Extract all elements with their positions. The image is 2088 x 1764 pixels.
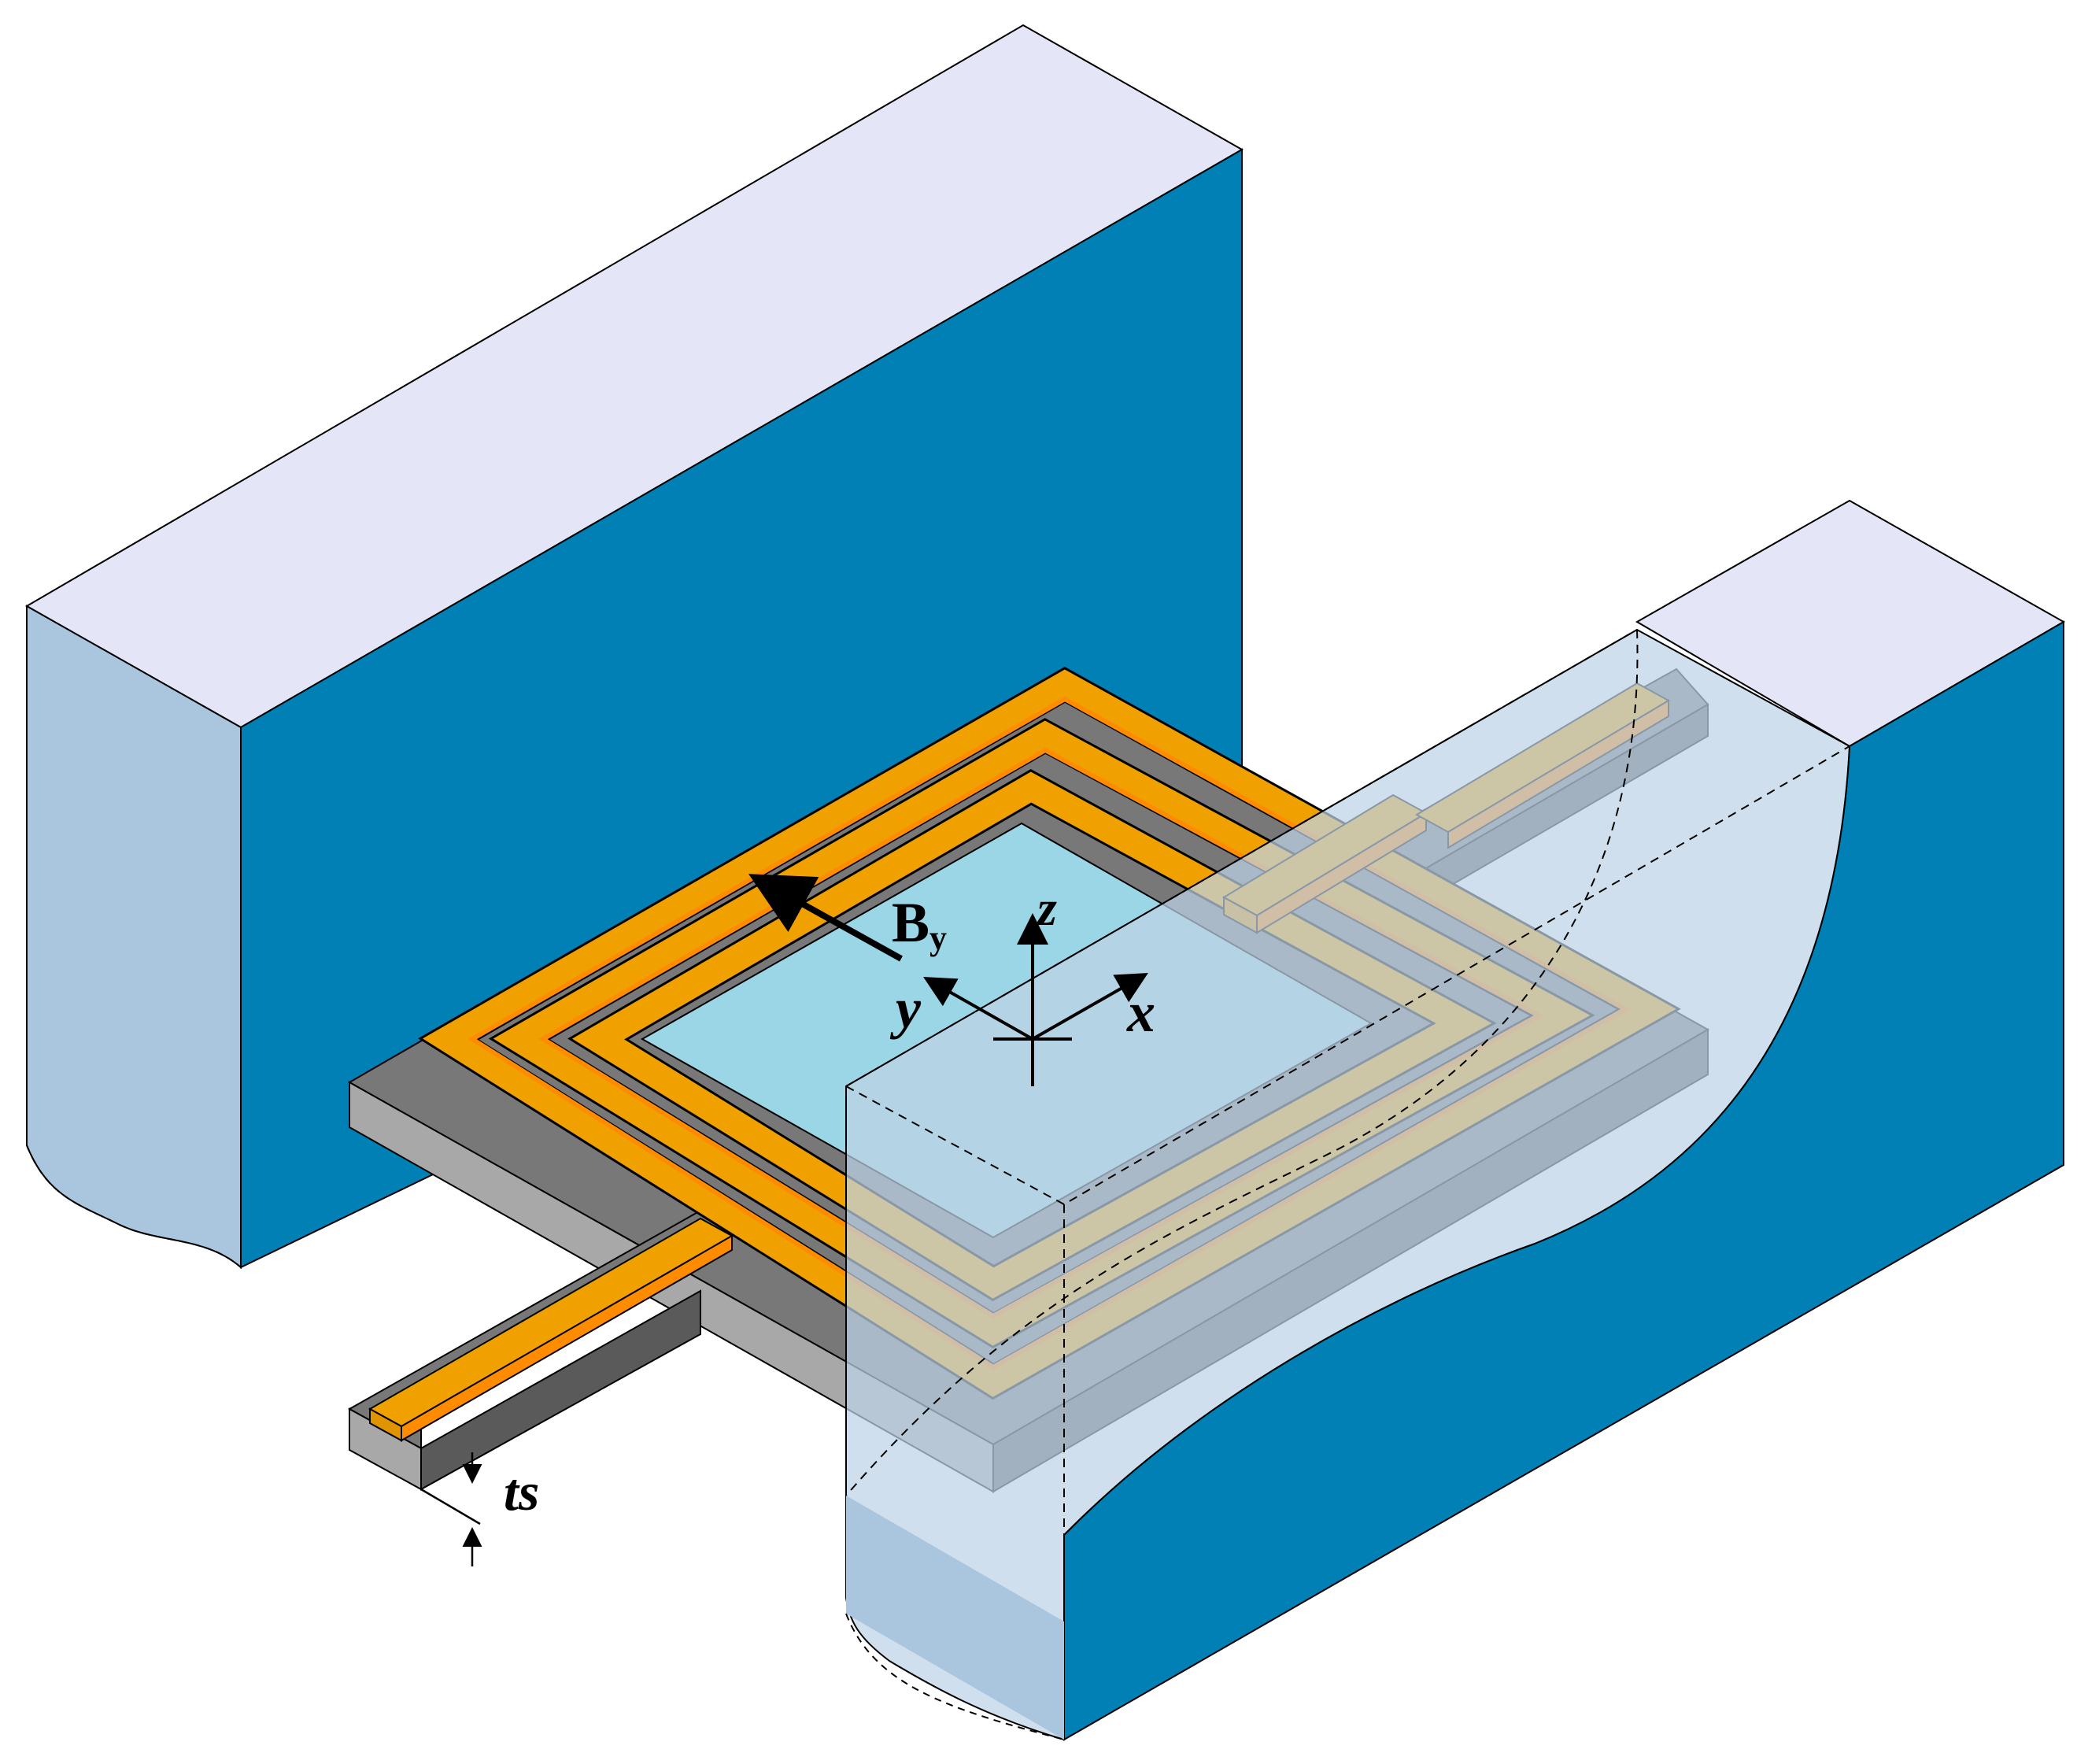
left-lead-strip-side (420, 1289, 701, 1491)
left-magnet-cut-edge (26, 1145, 242, 1268)
thickness-label: ts (504, 1462, 539, 1522)
right-magnet-hidden-edge-top (845, 629, 1638, 1087)
axis-z-label: z (1036, 880, 1057, 936)
axis-x-label: x (1126, 981, 1155, 1044)
right-magnet-hidden-edge-vertical (845, 1086, 1065, 1622)
axis-y-arrow (923, 977, 1033, 1041)
coil-lead-left-side (401, 1234, 733, 1442)
coil-lead-left (368, 1217, 734, 1442)
axis-x-arrow (1032, 973, 1148, 1041)
right-magnet-cut-curve (845, 629, 1639, 1496)
magnetic-field-arrow (748, 874, 903, 962)
right-magnet-cut-bottom (845, 1613, 1065, 1740)
right-magnet-hidden-edge-inner (845, 745, 1850, 1206)
left-magnet (24, 24, 1244, 1270)
right-magnet-cutaway-ghost (845, 628, 1851, 1741)
thickness-dimension (420, 1452, 482, 1566)
coordinate-axes (923, 913, 1148, 1086)
right-magnet-end-face (846, 1496, 1064, 1740)
field-label: By (892, 891, 947, 957)
right-magnet (845, 499, 2066, 1741)
